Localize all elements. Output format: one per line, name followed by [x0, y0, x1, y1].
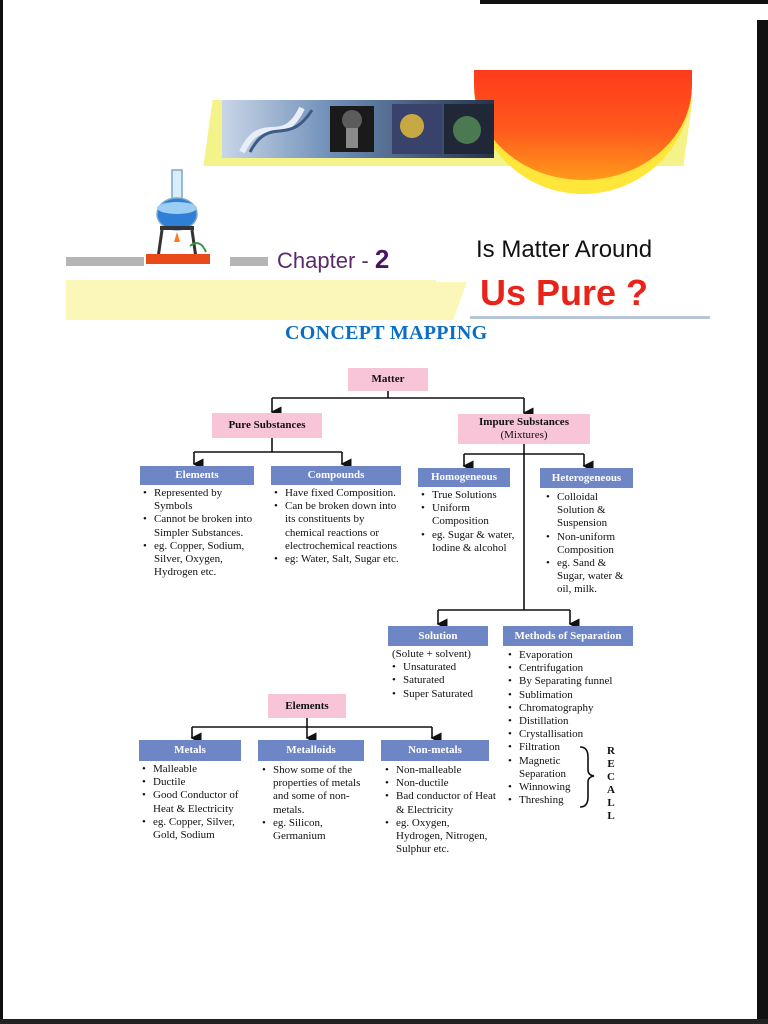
list-item: Non-ductile	[385, 777, 497, 790]
section-heading: CONCEPT MAPPING	[285, 322, 488, 344]
metalloids-list: Show some of the properties of metals an…	[262, 764, 366, 843]
list-item: Sublimation	[508, 689, 620, 702]
non-metals-list: Non-malleable Non-ductile Bad conductor …	[385, 764, 497, 856]
list-item: Filtration	[508, 741, 580, 754]
list-item: eg. Copper, Silver, Gold, Sodium	[142, 816, 242, 842]
decorative-band	[66, 280, 436, 320]
list-item: Ductile	[142, 776, 242, 789]
compounds-list: Have fixed Composition. Can be broken do…	[274, 487, 400, 566]
node-heterogeneous: Heterogeneous	[540, 468, 633, 488]
list-item: Uniform Composition	[421, 502, 515, 528]
chapter-number: 2	[374, 244, 390, 274]
decorative-bar	[66, 257, 144, 266]
list-item: Evaporation	[508, 649, 620, 662]
node-pure-substances: Pure Substances	[212, 413, 322, 438]
list-item: Super Saturated	[392, 688, 502, 701]
page-edge-bottom	[0, 1019, 768, 1024]
list-item: Represented by Symbols	[143, 487, 263, 513]
node-impure-sublabel: (Mixtures)	[500, 429, 548, 441]
list-item: Non-malleable	[385, 764, 497, 777]
heterogeneous-list: Colloidal Solution & Suspension Non-unif…	[546, 491, 626, 597]
list-item: eg. Silicon, Germanium	[262, 817, 366, 843]
list-item: eg. Oxygen, Hydrogen, Nitrogen, Sulphur …	[385, 817, 497, 857]
homogeneous-list: True Solutions Uniform Composition eg. S…	[421, 489, 515, 555]
chapter-title-line1: Is Matter Around	[476, 236, 653, 263]
list-item: By Separating funnel	[508, 675, 620, 688]
list-item: Threshing	[508, 794, 580, 807]
page-edge-top	[480, 0, 768, 4]
list-item: Unsaturated	[392, 661, 502, 674]
node-metalloids: Metalloids	[258, 740, 364, 761]
page-edge-left	[0, 0, 3, 1024]
decorative-bar	[230, 257, 268, 266]
list-item: eg: Water, Salt, Sugar etc.	[274, 553, 400, 566]
recall-label: R E C A L L	[607, 745, 615, 822]
solution-note: (Solute + solvent)	[392, 648, 471, 660]
list-item: Chromatography	[508, 702, 620, 715]
list-item: Saturated	[392, 674, 502, 687]
separation-list: Evaporation Centrifugation By Separating…	[508, 649, 620, 807]
flask-on-burner-icon	[146, 169, 210, 264]
node-matter: Matter	[348, 368, 428, 391]
node-impure-substances: Impure Substances (Mixtures)	[458, 414, 590, 444]
chapter-label: Chapter - 2	[277, 244, 390, 274]
list-item: Can be broken down into its constituents…	[274, 500, 400, 553]
science-photo-strip	[222, 100, 494, 158]
node-methods-of-separation: Methods of Separation	[503, 626, 633, 646]
node-metals: Metals	[139, 740, 241, 761]
list-item: Good Conductor of Heat & Electricity	[142, 789, 242, 815]
list-item: Colloidal Solution & Suspension	[546, 491, 626, 531]
list-item: Non-uniform Composition	[546, 531, 626, 557]
decorative-line	[470, 316, 710, 319]
list-item: Malleable	[142, 763, 242, 776]
list-item: eg. Copper, Sodium, Silver, Oxygen, Hydr…	[143, 540, 263, 580]
solution-list: (Solute + solvent) Unsaturated Saturated…	[392, 648, 502, 701]
list-item: Show some of the properties of metals an…	[262, 764, 366, 817]
chapter-title-line2: Us Pure ?	[480, 272, 649, 313]
list-item: Have fixed Composition.	[274, 487, 400, 500]
node-solution: Solution	[388, 626, 488, 646]
elements-list: Represented by Symbols Cannot be broken …	[143, 487, 263, 579]
node-homogeneous: Homogeneous	[418, 468, 510, 487]
list-item: True Solutions	[421, 489, 515, 502]
list-item: eg. Sand & Sugar, water & oil, milk.	[546, 557, 626, 597]
list-item: Crystallisation	[508, 728, 620, 741]
page-edge-right	[757, 20, 768, 1024]
list-item: Cannot be broken into Simpler Substances…	[143, 513, 263, 539]
list-item: Magnetic Separation	[508, 755, 580, 781]
metals-list: Malleable Ductile Good Conductor of Heat…	[142, 763, 242, 842]
node-elements-classification: Elements	[268, 694, 346, 718]
node-non-metals: Non-metals	[381, 740, 489, 761]
list-item: Winnowing	[508, 781, 580, 794]
node-impure-label: Impure Substances	[479, 416, 569, 428]
node-elements: Elements	[140, 466, 254, 485]
list-item: Centrifugation	[508, 662, 620, 675]
decorative-sun-shape	[474, 70, 692, 194]
list-item: eg. Sugar & water, Iodine & alcohol	[421, 529, 515, 555]
node-compounds: Compounds	[271, 466, 401, 485]
list-item: Bad conductor of Heat & Electricity	[385, 790, 497, 816]
list-item: Distillation	[508, 715, 620, 728]
